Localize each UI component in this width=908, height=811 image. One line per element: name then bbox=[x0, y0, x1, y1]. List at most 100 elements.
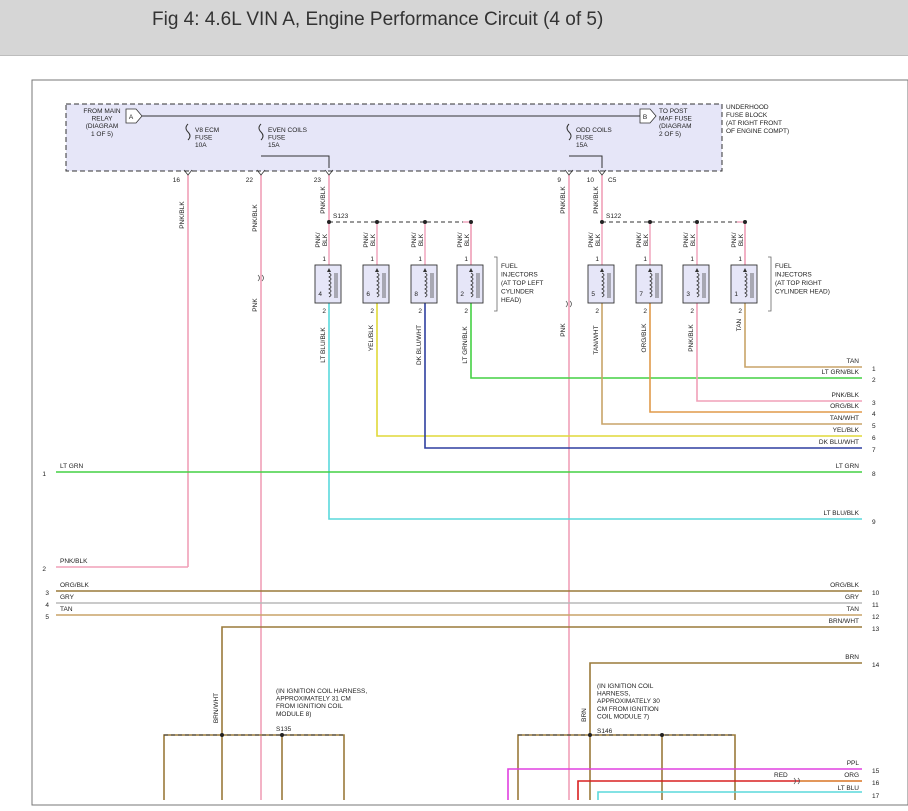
injector-number: 7 bbox=[639, 291, 643, 298]
splice-dot bbox=[375, 220, 379, 224]
harness-left-note: APPROXIMATELY 31 CM bbox=[276, 696, 351, 703]
feed-wire-label: PNK/BLK bbox=[320, 186, 327, 214]
lt-blu-blk-output bbox=[328, 303, 862, 520]
even-coils-jumper bbox=[261, 155, 330, 168]
connector-a-icon bbox=[125, 108, 143, 124]
bus-wire-number: 3 bbox=[872, 400, 876, 407]
connector-break-icon bbox=[565, 300, 572, 308]
fuel-injectors-label: INJECTORS bbox=[775, 272, 812, 279]
splice-s122-label: S122 bbox=[606, 213, 622, 220]
through-left-label: ORG/BLK bbox=[60, 582, 90, 589]
bus-wire-number: 4 bbox=[872, 411, 876, 418]
through-left-label: LT GRN bbox=[60, 463, 84, 470]
through-left-number: 3 bbox=[45, 590, 49, 597]
through-right-number: 11 bbox=[872, 602, 879, 609]
injector-pin-label: 1 bbox=[418, 256, 422, 263]
red-label: RED bbox=[774, 772, 788, 779]
injector-arrow-icon bbox=[648, 268, 652, 272]
brn-line bbox=[589, 662, 862, 800]
injector-pin-label: 2 bbox=[322, 308, 326, 315]
figure-title: Fig 4: 4.6L VIN A, Engine Performance Ci… bbox=[152, 9, 604, 30]
feed-wire-label: PNK/BLK bbox=[179, 201, 186, 229]
through-right-label: LT GRN bbox=[836, 463, 860, 470]
feed-wire-label: PNK/BLK bbox=[252, 204, 259, 232]
fuel-injectors-label: FUEL bbox=[501, 263, 518, 270]
bus-wire-number: 7 bbox=[872, 447, 876, 454]
through-right-label: TAN bbox=[846, 606, 859, 613]
injector-output-label: YEL/BLK bbox=[368, 324, 375, 351]
pin-connector-icon bbox=[597, 169, 607, 176]
injector-pin-label: 2 bbox=[643, 308, 647, 315]
injector-arrow-icon bbox=[695, 268, 699, 272]
splice-dot bbox=[469, 220, 473, 224]
injector-arrow-icon bbox=[375, 268, 379, 272]
connector-break-icon bbox=[793, 777, 800, 785]
injector-coil-icon bbox=[649, 272, 653, 298]
through-right-label: LT BLU/BLK bbox=[823, 510, 859, 517]
to-post-maf-label: 2 OF 5) bbox=[659, 131, 681, 138]
splice-s123-label: S123 bbox=[333, 213, 349, 220]
pin-connector-icon bbox=[564, 169, 574, 176]
injector-number: 5 bbox=[591, 291, 595, 298]
injector-pin-label: 2 bbox=[690, 308, 694, 315]
injector-number: 8 bbox=[414, 291, 418, 298]
harness-right-note: (IN IGNITION COIL bbox=[597, 683, 654, 690]
brn-vertical-label: BRN bbox=[581, 708, 588, 722]
lt-blu-line bbox=[597, 791, 862, 800]
components-layer bbox=[65, 103, 800, 785]
injector-feed-label: PNK/ bbox=[315, 232, 322, 247]
injector-output-label: DK BLU/WHT bbox=[416, 325, 423, 365]
injector-feed-label: BLK bbox=[322, 233, 329, 246]
pin-connector-icon bbox=[183, 169, 193, 176]
red-org-line bbox=[577, 780, 862, 800]
bus-wire-label: ORG/BLK bbox=[830, 403, 860, 410]
injector-coil-icon bbox=[424, 272, 428, 298]
ppl-label: PPL bbox=[847, 760, 860, 767]
injector-pin-label: 2 bbox=[595, 308, 599, 315]
injector-feed-label: PNK/ bbox=[588, 232, 595, 247]
injector-pin-label: 1 bbox=[322, 256, 326, 263]
fuse-icon bbox=[566, 123, 572, 141]
harness-right-note: APPROXIMATELY 30 bbox=[597, 698, 660, 705]
injector-pin-label: 2 bbox=[464, 308, 468, 315]
fuel-injectors-label: (AT TOP RIGHT bbox=[775, 280, 822, 287]
fuse-block-pin-number: 9 bbox=[557, 177, 561, 184]
injector-group-bracket bbox=[768, 256, 772, 312]
through-right-number: 10 bbox=[872, 590, 880, 597]
injector-output-label: ORG/BLK bbox=[641, 323, 648, 353]
fuel-injectors-label: CYLINDER HEAD) bbox=[775, 289, 830, 296]
injector-feed-label: PNK/ bbox=[363, 232, 370, 247]
through-right-number: 12 bbox=[872, 614, 880, 621]
through-left-number: 1 bbox=[42, 471, 46, 478]
fuse-label: 15A bbox=[268, 142, 280, 149]
splice-s146-label: S146 bbox=[597, 728, 613, 735]
through-left-label: GRY bbox=[60, 594, 75, 601]
bus-wire-label: PNK/BLK bbox=[832, 392, 860, 399]
diagram-border bbox=[31, 79, 908, 806]
injector-pin-label: 1 bbox=[643, 256, 647, 263]
splice-dot bbox=[600, 220, 604, 224]
injector-feed-label: BLK bbox=[464, 233, 471, 246]
pin-connector-icon bbox=[256, 169, 266, 176]
underhood-fuse-block-label: UNDERHOOD bbox=[726, 104, 769, 111]
injector-pin-label: 2 bbox=[370, 308, 374, 315]
injector-feed-label: PNK/ bbox=[411, 232, 418, 247]
injector-coil-icon bbox=[601, 272, 605, 298]
brn-wht-vertical-label: BRN/WHT bbox=[213, 693, 220, 723]
injector-coil-icon bbox=[470, 272, 474, 298]
fuse-label: 10A bbox=[195, 142, 207, 149]
injector-pin-label: 2 bbox=[738, 308, 742, 315]
fuel-injectors-label: HEAD) bbox=[501, 297, 521, 304]
odd-coils-jumper bbox=[569, 155, 603, 168]
through-right-number: 8 bbox=[872, 471, 876, 478]
connector-b-icon bbox=[639, 108, 657, 124]
through-right-number: 13 bbox=[872, 626, 880, 633]
injector-arrow-icon bbox=[423, 268, 427, 272]
fuse-label: ODD COILS bbox=[576, 127, 612, 134]
connector-break-icon bbox=[257, 274, 264, 282]
fuse-label: FUSE bbox=[195, 134, 213, 141]
feed-wire-label: PNK/BLK bbox=[593, 186, 600, 214]
fuse-block-pin-number: 23 bbox=[314, 177, 322, 184]
